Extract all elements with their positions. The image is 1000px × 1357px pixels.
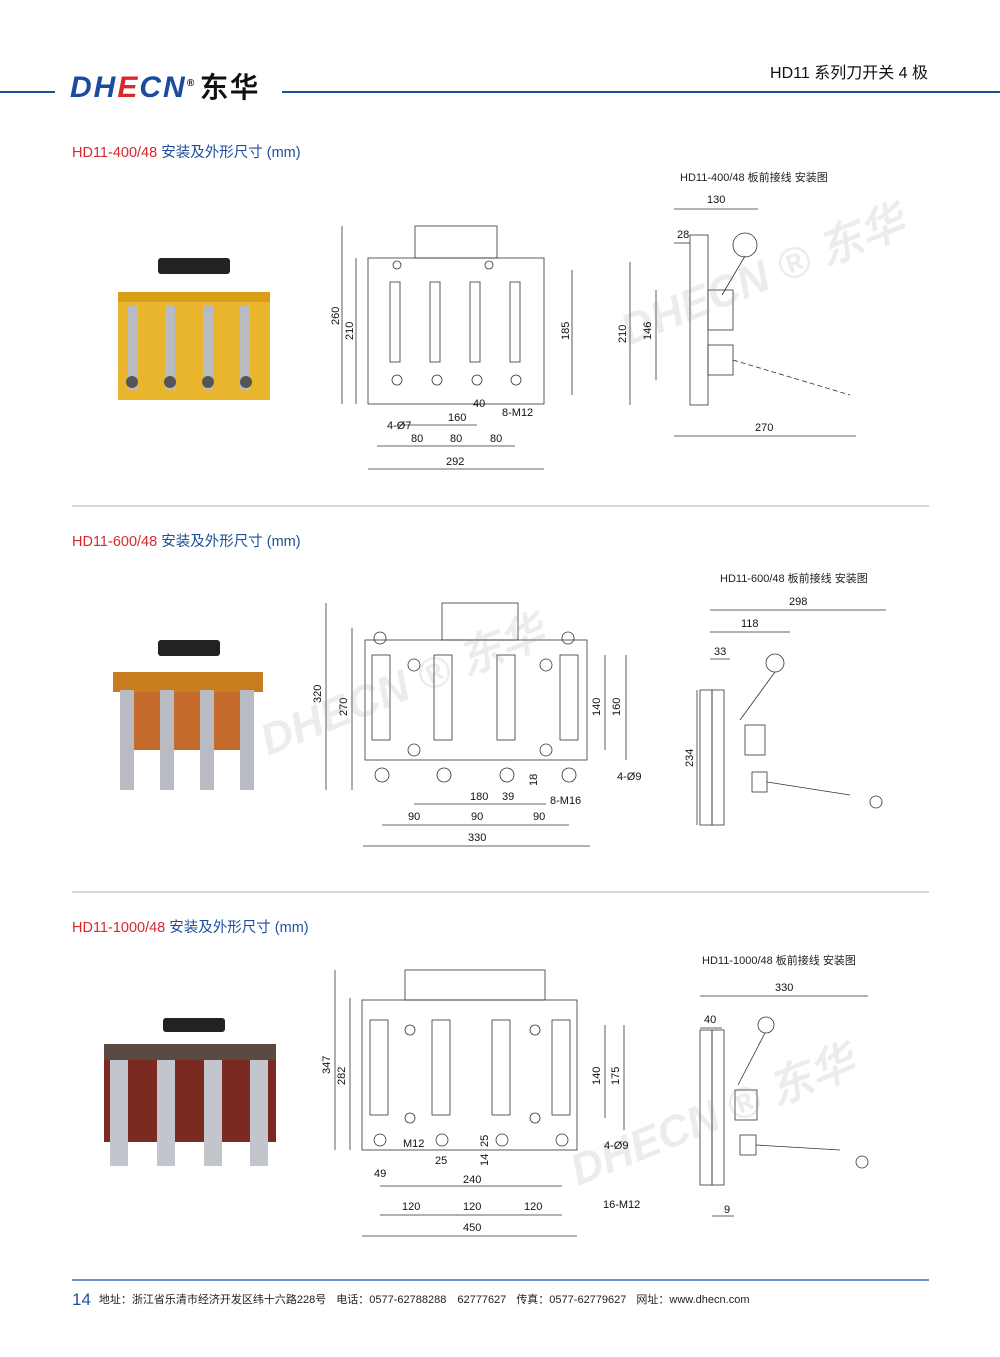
page-header-title: HD11 系列刀开关 4 极 [770,65,928,82]
footer: 14 地址：浙江省乐清市经济开发区纬十六路228号电话：0577-62788288… [72,1290,759,1310]
footer-fax: 传真：0577-62779627 [516,1294,627,1306]
header-rule-left [0,91,55,93]
dim-label: 270 [338,697,350,716]
dim-label: 28 [677,229,690,241]
dim-label: 80 [450,433,463,445]
front-view-600 [325,602,627,847]
dim-label: 270 [755,422,774,434]
product-photo-600 [113,640,263,790]
product-photo-400 [118,258,270,400]
dim-label: 130 [707,194,726,206]
dim-label: 33 [714,646,727,658]
front-view-400 [341,225,573,470]
header-rule [282,91,1000,93]
dim-label: 8-M12 [502,407,534,419]
dim-label: 120 [463,1201,482,1213]
dim-label: 185 [560,321,572,340]
dim-label: 146 [642,321,654,340]
side-view-title-400: HD11-400/48 板前接线 安装图 [680,172,828,184]
dim-label: 120 [524,1201,543,1213]
dim-label: 90 [533,811,546,823]
dim-label: 90 [471,811,484,823]
dim-label: 160 [611,697,623,716]
dim-label: 49 [374,1168,387,1180]
dim-label: 175 [610,1066,622,1085]
dim-label: 25 [435,1155,448,1167]
dim-label: 180 [470,791,489,803]
section-title-1000: HD11-1000/48 安装及外形尺寸 (mm) [72,920,309,936]
side-view-1000 [699,995,869,1217]
dim-label: 120 [402,1201,421,1213]
footer-address: 地址：浙江省乐清市经济开发区纬十六路228号 [98,1294,327,1306]
dim-label: 160 [448,412,467,424]
dim-label: 210 [344,321,356,340]
dim-label: 450 [463,1222,482,1234]
dim-label: 80 [411,433,424,445]
dim-label: 292 [446,456,465,468]
dim-label: 4-Ø9 [604,1140,629,1152]
side-view-title-600: HD11-600/48 板前接线 安装图 [720,573,868,585]
side-view-400 [629,208,856,437]
side-view-title-1000: HD11-1000/48 板前接线 安装图 [702,955,856,967]
dim-label: 40 [473,398,486,410]
dim-label: 330 [468,832,487,844]
footer-rule [72,1279,929,1281]
dim-label: 8-M16 [550,795,582,807]
dim-label: 80 [490,433,503,445]
section-title-400: HD11-400/48 安装及外形尺寸 (mm) [72,145,301,161]
product-photo-1000 [104,1018,276,1166]
dim-label: 9 [724,1204,731,1216]
dim-label: 210 [617,324,629,343]
dim-label: 118 [741,618,759,630]
dim-label: 140 [591,697,603,716]
dim-label: 4-Ø9 [617,771,642,783]
dim-label: 282 [336,1066,348,1085]
dim-label: 260 [330,306,342,325]
dim-label: 39 [502,791,515,803]
dim-label: 330 [775,982,794,994]
dim-label: 320 [312,684,324,703]
dim-label: M12 [403,1138,425,1150]
side-view-600 [696,609,886,826]
section-title-600: HD11-600/48 安装及外形尺寸 (mm) [72,534,301,550]
footer-website[interactable]: 网址：www.dhecn.com [636,1294,750,1306]
dim-label: 14 [479,1153,491,1166]
dim-label: 234 [684,748,696,767]
front-view-1000 [334,969,625,1237]
dim-label: 40 [704,1014,717,1026]
dim-label: 347 [321,1055,333,1074]
dim-label: 90 [408,811,421,823]
dim-label: 140 [591,1066,603,1085]
page-number: 14 [72,1290,91,1309]
footer-phone: 电话：0577-62788288 62777627 [336,1294,507,1306]
dim-label: 298 [789,596,808,608]
dim-label: 18 [528,773,540,786]
dim-label: 240 [463,1174,482,1186]
dim-label: 25 [479,1134,491,1147]
brand-logo: DHECN®东华 [70,71,261,104]
dim-label: 16-M12 [603,1199,641,1211]
dim-label: 4-Ø7 [387,420,412,432]
